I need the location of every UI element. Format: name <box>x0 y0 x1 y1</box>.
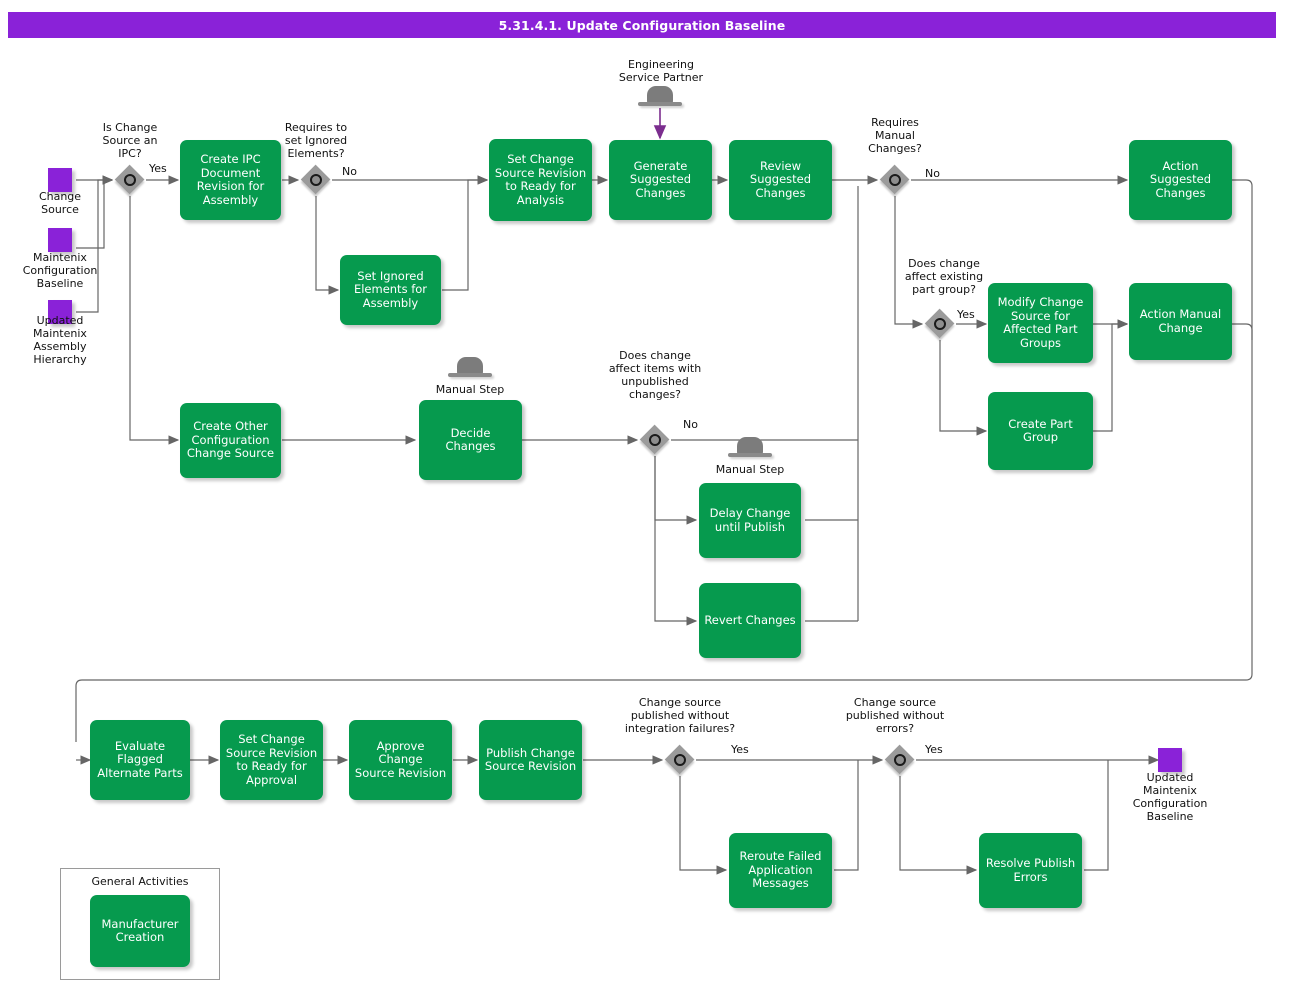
task-revert-changes[interactable]: Revert Changes <box>699 583 801 658</box>
engineering-service-partner-hat-icon <box>638 86 682 112</box>
flow-label-yes-errors: Yes <box>925 743 943 756</box>
manual-step-label-delay: Manual Step <box>715 463 785 476</box>
legend-title: General Activities <box>91 875 189 888</box>
manual-step-hat-icon-decide <box>448 357 492 383</box>
gateway-requires-manual-changes[interactable] <box>880 165 910 195</box>
task-decide-changes[interactable]: Decide Changes <box>419 400 522 480</box>
gateway-ring-icon <box>934 318 946 330</box>
manual-step-label-decide: Manual Step <box>435 383 505 396</box>
gateway-requires-ignored-elements[interactable] <box>301 165 331 195</box>
data-object-updated-assembly-hierarchy[interactable] <box>48 300 72 324</box>
flow-label-no-ignored: No <box>342 165 357 178</box>
gateway-published-without-errors[interactable] <box>885 745 915 775</box>
gateway-published-without-integration-failures[interactable] <box>665 745 695 775</box>
gateway-ring-icon <box>674 754 686 766</box>
page-title: 5.31.4.1. Update Configuration Baseline <box>8 12 1276 38</box>
flow-label-yes-ipc: Yes <box>149 162 167 175</box>
gateway-ring-icon <box>894 754 906 766</box>
gateway-affects-unpublished-items[interactable] <box>640 425 670 455</box>
manual-step-hat-icon-delay <box>728 437 772 463</box>
gateway-ring-icon <box>889 174 901 186</box>
gateway-affects-existing-part-group[interactable] <box>925 309 955 339</box>
gateway-ring-icon <box>649 434 661 446</box>
flow-label-yes-part-group: Yes <box>957 308 975 321</box>
data-object-change-source[interactable] <box>48 168 72 192</box>
flow-label-no-unpublished: No <box>683 418 698 431</box>
gateway-is-change-source-ipc[interactable] <box>115 165 145 195</box>
data-object-updated-config-baseline[interactable] <box>1158 748 1182 772</box>
gateway-ring-icon <box>124 174 136 186</box>
gateway-ring-icon <box>310 174 322 186</box>
flow-label-yes-integration: Yes <box>731 743 749 756</box>
data-object-maintenix-config-baseline[interactable] <box>48 228 72 252</box>
flow-label-no-manual: No <box>925 167 940 180</box>
